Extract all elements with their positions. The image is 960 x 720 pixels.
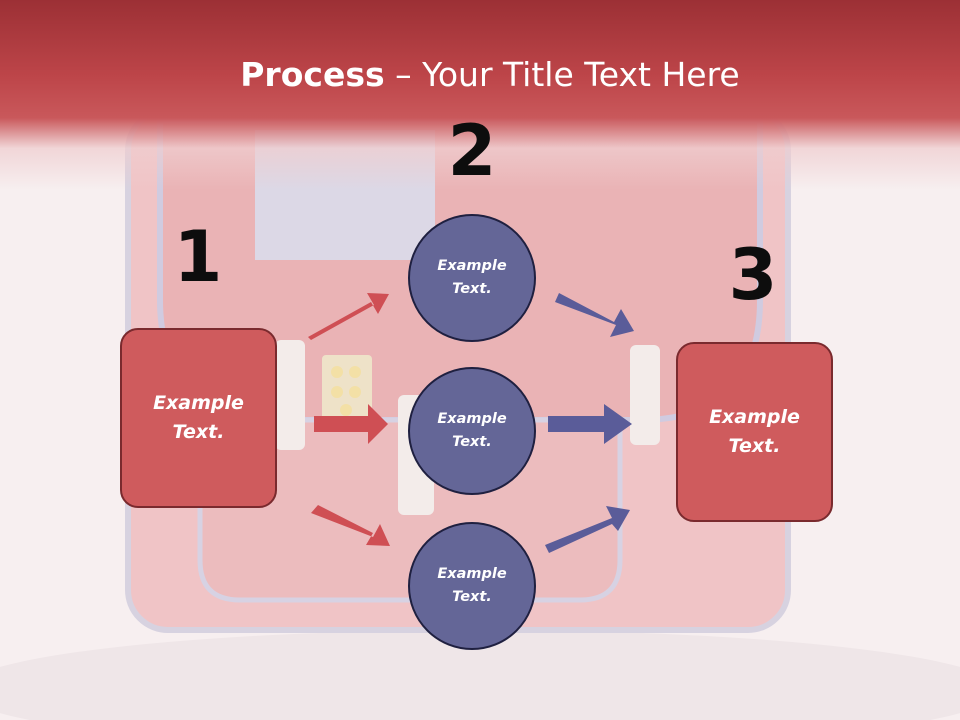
slide-title: Process – Your Title Text Here bbox=[0, 50, 960, 100]
circle-1-line1: Example bbox=[437, 258, 507, 274]
output-box-line2: Text. bbox=[728, 435, 781, 457]
title-rest: – Your Title Text Here bbox=[384, 55, 740, 94]
step-number-1: 1 bbox=[173, 216, 223, 298]
input-box-line1: Example bbox=[153, 392, 244, 414]
process-circle-2: Example Text. bbox=[408, 367, 536, 495]
arrow-from-circle-3 bbox=[545, 506, 630, 553]
circle-2-line2: Text. bbox=[452, 434, 492, 450]
input-box-line2: Text. bbox=[172, 421, 225, 443]
header-band bbox=[0, 0, 960, 190]
circle-3-line1: Example bbox=[437, 566, 507, 582]
arrow-from-circle-2 bbox=[548, 404, 632, 444]
arrow-to-circle-2 bbox=[314, 404, 388, 444]
circle-3-line2: Text. bbox=[452, 589, 492, 605]
step-number-2: 2 bbox=[447, 110, 497, 192]
process-circle-3: Example Text. bbox=[408, 522, 536, 650]
step-number-3: 3 bbox=[728, 234, 778, 316]
arrow-group-red bbox=[308, 293, 390, 546]
circle-1-line2: Text. bbox=[452, 281, 492, 297]
input-box-text: Example Text. bbox=[153, 389, 244, 447]
output-box-text: Example Text. bbox=[709, 403, 800, 461]
arrow-group-blue bbox=[545, 293, 634, 553]
input-box: Example Text. bbox=[120, 328, 277, 508]
arrow-from-circle-1 bbox=[555, 293, 634, 337]
arrow-to-circle-3 bbox=[311, 505, 390, 546]
circle-2-line1: Example bbox=[437, 411, 507, 427]
title-bold: Process bbox=[240, 55, 385, 94]
process-circle-1: Example Text. bbox=[408, 214, 536, 342]
output-box: Example Text. bbox=[676, 342, 833, 522]
output-box-line1: Example bbox=[709, 406, 800, 428]
arrow-to-circle-1 bbox=[308, 293, 389, 340]
